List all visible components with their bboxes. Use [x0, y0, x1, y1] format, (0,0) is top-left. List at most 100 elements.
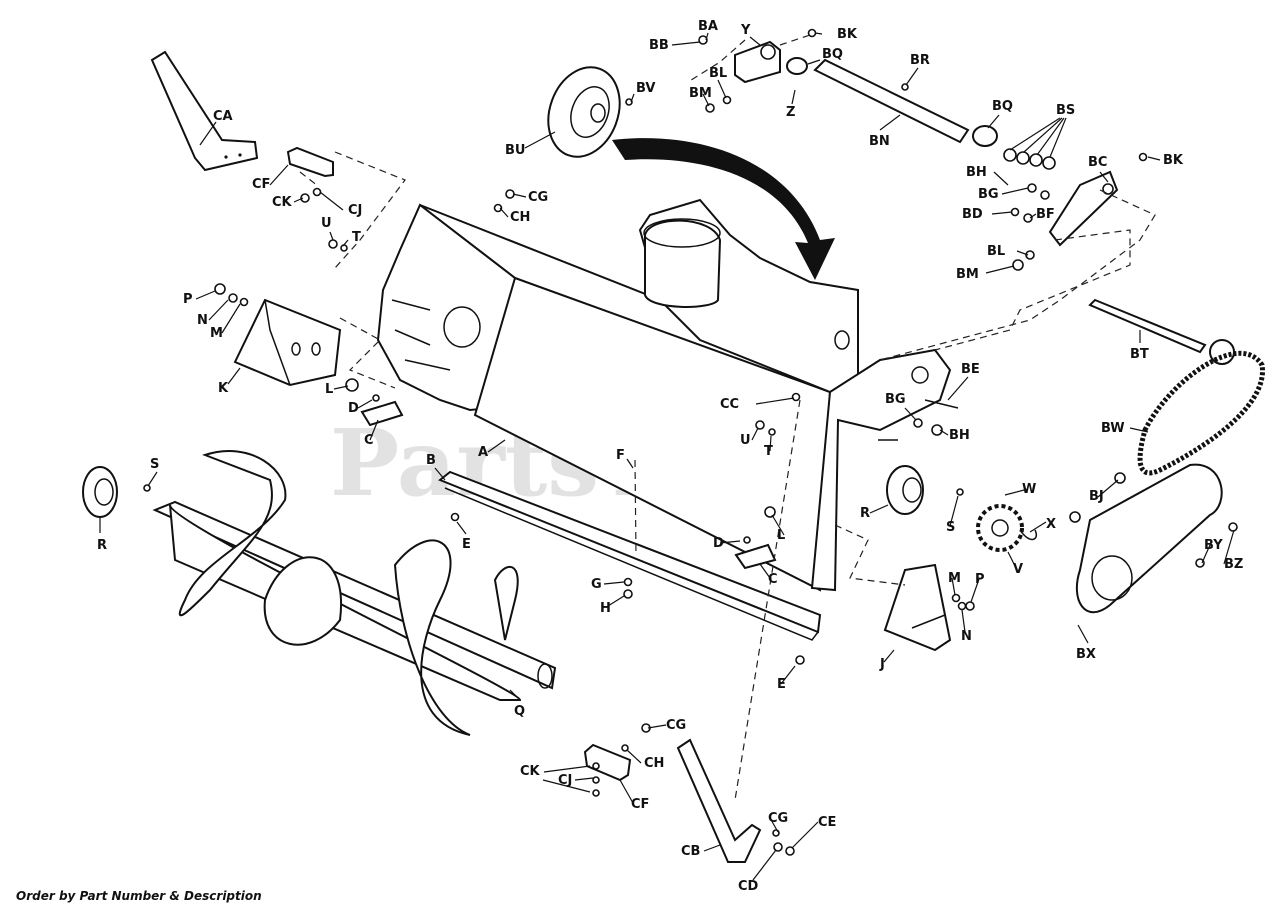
callout-bh-top: BH	[966, 165, 987, 180]
callout-ba: BA	[698, 19, 718, 34]
callout-bh-right: BH	[949, 428, 970, 443]
callout-bk-top: BK	[837, 27, 858, 42]
callout-d-right: D	[713, 536, 724, 551]
callout-ch-top: CH	[510, 210, 530, 225]
callout-l-right: L	[777, 528, 785, 543]
callout-e-right: E	[777, 677, 786, 692]
callout-bg-right: BG	[885, 392, 906, 407]
bearing-r-left	[82, 466, 151, 518]
callout-s-left: S	[150, 457, 159, 472]
callout-cd: CD	[738, 879, 759, 894]
callout-ck-bottom: CK	[520, 764, 541, 779]
callout-ck-top: CK	[272, 195, 293, 210]
callout-ce: CE	[818, 815, 836, 830]
callout-by: BY	[1204, 538, 1223, 553]
callout-bq-right: BQ	[992, 99, 1013, 114]
hardware-left	[345, 378, 805, 801]
auger-housing	[376, 198, 952, 592]
callout-h: H	[600, 601, 611, 616]
callout-l-left: L	[325, 382, 333, 397]
callout-cb: CB	[681, 844, 700, 859]
callout-v: V	[1013, 562, 1023, 577]
callout-u-top: U	[321, 216, 332, 231]
shaft-bt	[1088, 298, 1235, 365]
callout-bj: BJ	[1089, 489, 1104, 504]
callout-cg-bottom: CG	[666, 718, 686, 733]
callout-bv: BV	[636, 81, 655, 96]
callout-f: F	[616, 448, 625, 463]
callout-ca: CA	[213, 109, 233, 124]
callout-k: K	[218, 381, 229, 396]
callout-bl-top: BL	[709, 66, 727, 81]
callout-y: Y	[740, 23, 751, 38]
callout-t-top: T	[352, 230, 361, 245]
callout-d-left: D	[348, 401, 359, 416]
scraper-bar-b	[438, 470, 822, 641]
shaft-assembly-top	[687, 28, 1156, 361]
handle-cb	[676, 738, 795, 863]
chain-bw	[1137, 350, 1265, 476]
callout-t-right: T	[764, 444, 773, 459]
leader-lines	[99, 32, 1235, 881]
callout-s-right: S	[946, 520, 955, 535]
callout-bm-right: BM	[956, 267, 979, 282]
callout-w: W	[1022, 482, 1036, 497]
callout-u-right: U	[740, 433, 751, 448]
callout-bq-top: BQ	[822, 47, 843, 62]
callout-cf-top: CF	[252, 177, 270, 192]
bracket-cf-top	[286, 146, 406, 269]
bearing-r-right	[886, 465, 964, 515]
callout-p-right: P	[975, 572, 985, 587]
callout-bn: BN	[869, 134, 890, 149]
callout-q: Q	[514, 704, 525, 719]
callout-bw: BW	[1101, 421, 1125, 436]
callout-n-right: N	[961, 629, 972, 644]
callout-bs: BS	[1056, 103, 1075, 118]
callout-c-right: C	[768, 572, 778, 587]
callout-r-left: R	[97, 538, 107, 553]
callout-bf: BF	[1036, 207, 1055, 222]
callout-bd: BD	[962, 207, 983, 222]
skid-shoe-j	[834, 524, 975, 652]
sprocket-v	[976, 504, 1037, 552]
callout-cg-top: CG	[528, 190, 548, 205]
callout-bt: BT	[1130, 347, 1149, 362]
callout-e-left: E	[462, 537, 471, 552]
callout-cg-bottom2: CG	[768, 811, 788, 826]
callout-x: X	[1046, 517, 1056, 532]
callout-be: BE	[961, 362, 980, 377]
callout-p-left: P	[183, 292, 193, 307]
callout-br: BR	[910, 53, 930, 68]
hardware-right-side	[755, 392, 959, 441]
rotation-arrow	[612, 138, 835, 280]
callout-r-right: R	[860, 506, 870, 521]
callout-bx: BX	[1076, 647, 1096, 662]
skid-shoe-k	[214, 283, 396, 389]
callout-m-left: M	[210, 326, 223, 341]
callout-g: G	[591, 577, 602, 592]
callout-j: J	[879, 657, 885, 672]
callout-labels: CA CF CK CJ U T CG CH P N M K L D C A B …	[97, 19, 1243, 894]
callout-cc: CC	[720, 397, 739, 412]
pulley-bu	[547, 66, 633, 158]
callout-m-right: M	[948, 571, 961, 586]
callout-b: B	[426, 453, 436, 468]
callout-cj-top: CJ	[348, 203, 362, 218]
callout-c-left: C	[364, 433, 374, 448]
callout-ch-bottom: CH	[644, 756, 664, 771]
bracket-cf-bottom	[583, 723, 651, 797]
callout-bb: BB	[649, 38, 669, 53]
callout-bc: BC	[1088, 155, 1107, 170]
callout-bg-top: BG	[978, 187, 999, 202]
order-footer: Order by Part Number & Description	[16, 889, 262, 903]
callout-z: Z	[786, 105, 795, 120]
callout-bl-right: BL	[987, 244, 1005, 259]
handle-ca	[150, 50, 259, 172]
chain-case-bx	[1069, 463, 1238, 613]
callout-bz: BZ	[1224, 557, 1243, 572]
callout-n-left: N	[197, 313, 208, 328]
callout-a: A	[478, 445, 488, 460]
callout-bk-right: BK	[1163, 153, 1184, 168]
callout-bu: BU	[505, 143, 525, 158]
